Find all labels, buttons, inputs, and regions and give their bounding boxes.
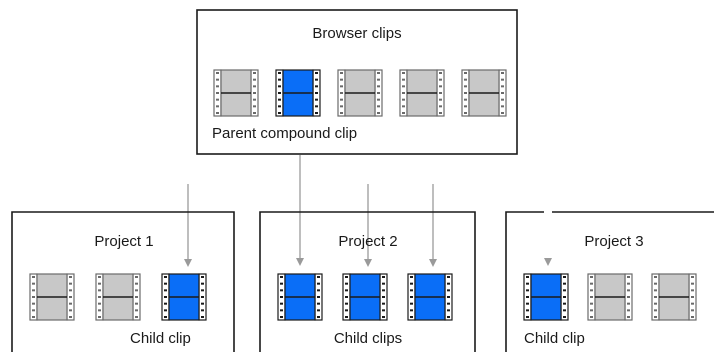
film-strip-icon bbox=[587, 273, 633, 321]
browser-caption: Parent compound clip bbox=[212, 125, 357, 142]
project-3-title: Project 3 bbox=[584, 233, 643, 250]
project-3-caption: Child clip bbox=[524, 330, 585, 347]
film-strip-icon bbox=[95, 273, 141, 321]
browser-clip-row bbox=[213, 69, 507, 117]
project-1-clip-row bbox=[29, 273, 207, 321]
film-strip-icon bbox=[461, 69, 507, 117]
project-3-clip-row bbox=[523, 273, 697, 321]
film-strip-icon bbox=[523, 273, 569, 321]
film-strip-icon bbox=[277, 273, 323, 321]
project-1-box: Project 1 Child clip bbox=[11, 211, 235, 352]
film-strip-icon bbox=[275, 69, 321, 117]
project-2-box-border bbox=[259, 211, 476, 352]
browser-clips-box: Browser clips Parent compound clip bbox=[196, 9, 518, 155]
film-strip-icon bbox=[407, 273, 453, 321]
project-3-box: Project 3 Child clip bbox=[505, 208, 714, 352]
project-3-box-border bbox=[505, 211, 714, 352]
project-2-caption: Child clips bbox=[334, 330, 402, 347]
film-strip-icon bbox=[213, 69, 259, 117]
film-strip-icon bbox=[342, 273, 388, 321]
project-1-title: Project 1 bbox=[94, 233, 153, 250]
connectors bbox=[184, 155, 552, 267]
project-1-caption: Child clip bbox=[130, 330, 191, 347]
project-2-clip-row bbox=[277, 273, 453, 321]
film-strip-icon bbox=[651, 273, 697, 321]
film-strip-icon bbox=[29, 273, 75, 321]
project-2-title: Project 2 bbox=[338, 233, 397, 250]
film-strip-icon bbox=[161, 273, 207, 321]
film-strip-icon bbox=[337, 69, 383, 117]
project-3-border-gap bbox=[544, 208, 552, 216]
browser-title: Browser clips bbox=[312, 25, 401, 42]
film-strip-icon bbox=[399, 69, 445, 117]
project-1-box-border bbox=[11, 211, 235, 352]
project-2-box: Project 2 Child clips bbox=[259, 211, 476, 352]
